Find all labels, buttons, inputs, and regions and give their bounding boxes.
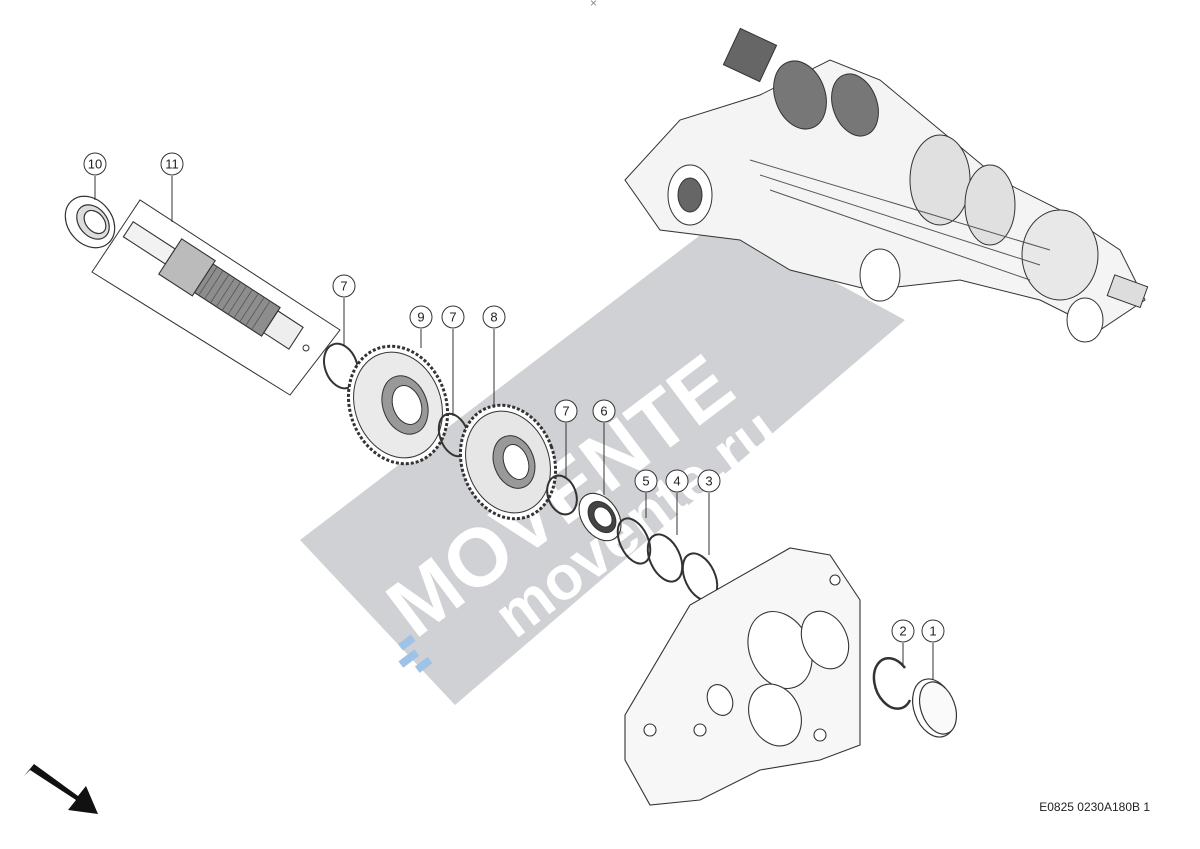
svg-text:10: 10: [88, 157, 102, 172]
drawing-code: E0825 0230A180B 1: [1039, 800, 1150, 814]
watermark-logo-icon: [398, 634, 433, 673]
svg-text:1: 1: [929, 624, 936, 639]
svg-text:6: 6: [600, 404, 607, 419]
callout-3: 3: [697, 469, 721, 493]
gearbox-assembly: [624, 27, 1149, 343]
svg-text:8: 8: [490, 310, 497, 325]
callout-9: 9: [409, 305, 433, 329]
svg-text:7: 7: [562, 404, 569, 419]
callout-2: 2: [891, 619, 915, 643]
housing-cover: [624, 547, 861, 806]
part-2-circlip: [872, 656, 912, 710]
part-9-gear: [346, 344, 450, 466]
part-6-bearing: [578, 492, 622, 542]
callout-7b: 7: [441, 305, 465, 329]
part-4-ring: [646, 533, 684, 583]
svg-text:3: 3: [705, 474, 712, 489]
svg-text:7: 7: [340, 279, 347, 294]
part-10-bearing: [64, 195, 116, 249]
callout-5: 5: [634, 469, 658, 493]
close-icon: ×: [590, 0, 598, 10]
part-1-cap: [911, 678, 958, 738]
callout-4: 4: [665, 469, 689, 493]
callout-leaders: [94, 176, 934, 680]
callout-7c: 7: [554, 399, 578, 423]
callout-8: 8: [482, 305, 506, 329]
callout-11: 11: [160, 152, 184, 176]
svg-text:5: 5: [642, 474, 649, 489]
svg-text:4: 4: [673, 474, 680, 489]
callout-10: 10: [83, 152, 107, 176]
callout-1: 1: [921, 619, 945, 643]
callout-7a: 7: [332, 274, 356, 298]
part-7-snap-ring-c: [546, 474, 578, 516]
svg-text:2: 2: [899, 624, 906, 639]
part-7-snap-ring-a: [323, 342, 359, 390]
direction-arrow-icon: [24, 764, 98, 814]
part-5-ring: [616, 517, 652, 565]
svg-text:7: 7: [449, 310, 456, 325]
svg-text:11: 11: [165, 157, 179, 172]
part-8-gear: [458, 403, 558, 521]
callout-6: 6: [592, 399, 616, 423]
svg-text:9: 9: [417, 310, 424, 325]
part-11-shaft: [91, 199, 341, 396]
